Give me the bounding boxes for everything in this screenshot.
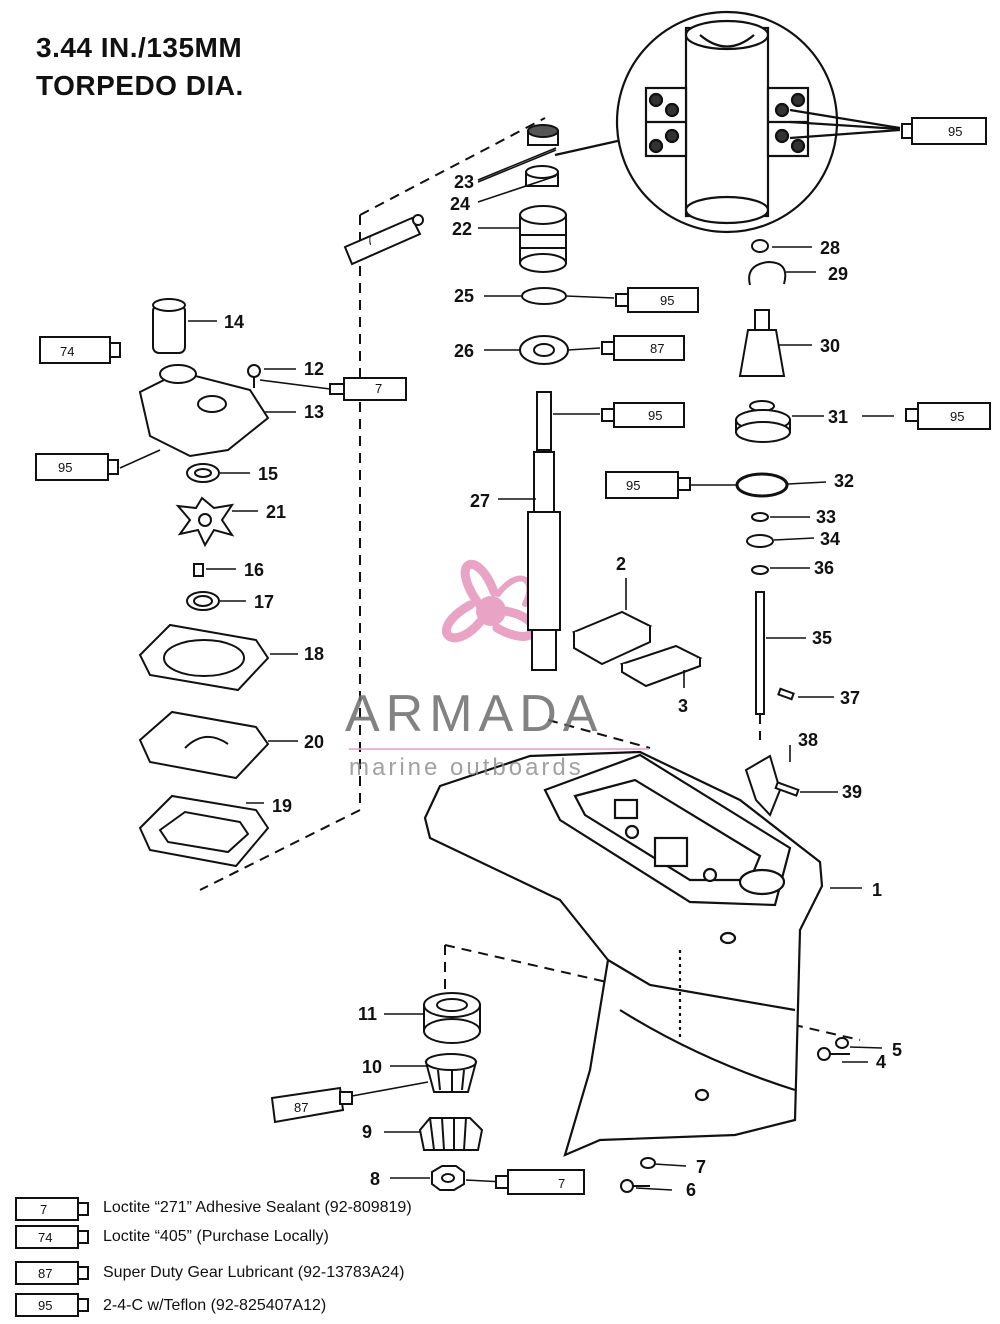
part-label: 12 (304, 359, 324, 379)
tube-code: 95 (626, 478, 640, 493)
part-label: 1 (872, 880, 882, 900)
detail-magnifier (554, 10, 901, 234)
tube-code-labels: 7 7 74 95 95 95 87 95 95 95 87 7 7 74 87… (38, 124, 964, 1313)
legend-item-74: Loctite “405” (Purchase Locally) (103, 1228, 329, 1245)
legend-tube-95 (15, 1293, 89, 1317)
part-label: 13 (304, 402, 324, 422)
propeller-logo (442, 559, 538, 643)
part-label: 8 (370, 1169, 380, 1189)
part-label: 37 (840, 688, 860, 708)
tube-95-bushing (905, 402, 991, 430)
tube-7-screw (329, 377, 407, 401)
part-label: 16 (244, 560, 264, 580)
part-label: 9 (362, 1122, 372, 1142)
part-label: 5 (892, 1040, 902, 1060)
tube-code: 7 (40, 1202, 47, 1217)
part-label: 36 (814, 558, 834, 578)
diagram-title-line-1: 3.44 IN./135MM (36, 32, 243, 63)
tube-7-lower (495, 1169, 585, 1195)
tube-code: 74 (38, 1230, 52, 1245)
tube-95-oring (615, 287, 699, 313)
part-label: 30 (820, 336, 840, 356)
legend-tube-7 (15, 1197, 89, 1221)
part-label: 22 (452, 219, 472, 239)
tube-code: 95 (948, 124, 962, 139)
tube-74 (39, 336, 121, 364)
part-label: 27 (470, 491, 490, 511)
tube-code: 95 (58, 460, 72, 475)
legend-item-87: Super Duty Gear Lubricant (92-13783A24) (103, 1264, 405, 1281)
part-label: 14 (224, 312, 244, 332)
part-label: 21 (266, 502, 286, 522)
part-label: 34 (820, 529, 840, 549)
tube-code: 95 (950, 409, 964, 424)
legend-item-95: 2-4-C w/Teflon (92-825407A12) (103, 1297, 327, 1314)
part-label: 10 (362, 1057, 382, 1077)
part-label: 20 (304, 732, 324, 752)
part-label: 29 (828, 264, 848, 284)
legend-tube-87 (15, 1261, 89, 1285)
part-label: 2 (616, 554, 626, 574)
part-label: 38 (798, 730, 818, 750)
part-label: 19 (272, 796, 292, 816)
part-label: 32 (834, 471, 854, 491)
diagram-title-line-2: TORPEDO DIA. (36, 70, 244, 101)
part-label: 33 (816, 507, 836, 527)
tube-95-shaft (601, 402, 685, 428)
sealant-tubes (35, 117, 991, 1195)
part-label: 15 (258, 464, 278, 484)
part-label: 31 (828, 407, 848, 427)
watermark-divider (349, 748, 649, 750)
tube-code: 95 (648, 408, 662, 423)
tube-code: 74 (60, 344, 74, 359)
tube-7-upper-left (343, 214, 424, 266)
part-label: 24 (450, 194, 470, 214)
tube-code: 87 (294, 1100, 308, 1115)
part-label: 17 (254, 592, 274, 612)
part-label: 11 (358, 1004, 377, 1024)
part-label: 3 (678, 696, 688, 716)
gearcase-housing (423, 750, 824, 1157)
tube-code: 7 (375, 381, 382, 396)
shift-parts (735, 239, 800, 817)
watermark-brand: ARMADA (345, 685, 604, 743)
legend-tube-74 (15, 1225, 89, 1249)
part-label: 7 (696, 1157, 706, 1177)
tube-95-detail (901, 117, 987, 145)
part-label: 23 (454, 172, 474, 192)
driveshaft-parts (519, 124, 703, 688)
tube-87-lower (270, 1086, 353, 1124)
part-label: 4 (876, 1052, 886, 1072)
part-number-labels: 1 2 3 4 5 6 7 8 9 10 11 12 13 14 15 16 1… (224, 172, 902, 1200)
tube-code: 95 (660, 293, 674, 308)
tube-code: 95 (38, 1298, 52, 1313)
watermark-tagline: marine outboards (349, 754, 584, 781)
part-label: 18 (304, 644, 324, 664)
part-label: 28 (820, 238, 840, 258)
pinion-gear-parts (418, 992, 850, 1193)
tube-95-pump (35, 453, 119, 481)
tube-code: 7 (558, 1176, 565, 1191)
legend-item-7: Loctite “271” Adhesive Sealant (92-80981… (103, 1199, 412, 1216)
part-label: 25 (454, 286, 474, 306)
water-pump-parts (138, 298, 270, 868)
tube-87-bearing (601, 335, 685, 361)
part-label: 6 (686, 1180, 696, 1200)
tube-code: 87 (38, 1266, 52, 1281)
tube-95-shift (605, 471, 691, 499)
part-label: 35 (812, 628, 832, 648)
legend-tubes (15, 1197, 89, 1317)
part-label: 39 (842, 782, 862, 802)
part-label: 26 (454, 341, 474, 361)
tube-code: 87 (650, 341, 664, 356)
